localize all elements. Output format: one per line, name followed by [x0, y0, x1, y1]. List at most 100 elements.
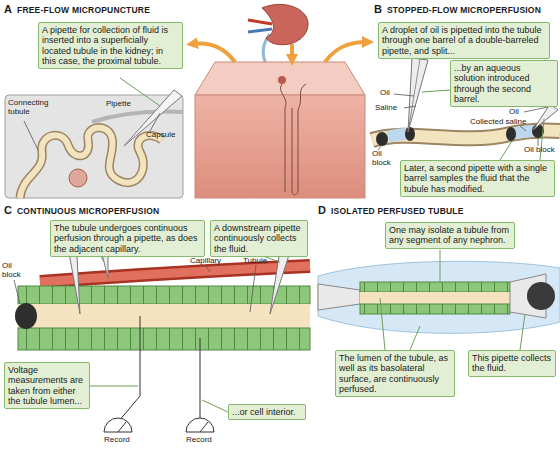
leader-line [394, 94, 414, 96]
cortex-block [195, 95, 365, 198]
panel-letter: A [4, 4, 18, 15]
callout-text: A droplet of oil is pipetted into the tu… [382, 25, 546, 56]
leader-line [410, 326, 420, 350]
kidney-overview [192, 4, 368, 198]
epithelial-cells [360, 304, 510, 314]
leader-line [14, 280, 20, 304]
renal-artery [248, 20, 272, 24]
leader-line [524, 107, 548, 112]
callout-box: The lumen of the tubule, as well as its … [335, 350, 455, 397]
leader-line [520, 314, 525, 350]
part-label: Capillary [190, 257, 230, 266]
callout-box: Later, a second pipette with a single ba… [400, 160, 555, 197]
isolated-tubule-illustration [318, 250, 560, 350]
callout-box: A downstream pipette continuously collec… [210, 220, 308, 257]
orange-arrow [325, 42, 368, 62]
panel-letter: B [374, 4, 388, 15]
panel-letter: D [318, 205, 332, 216]
part-label: Oil [509, 108, 525, 117]
oil-block [506, 127, 516, 141]
callout-text: One may isolate a tubule from any segmen… [389, 225, 511, 246]
part-label: Connecting tubule [8, 99, 56, 117]
callout-text: The tubule undergoes continuous perfusio… [54, 223, 201, 254]
meter-needle [118, 422, 126, 432]
leader-line [250, 265, 256, 312]
callout-text: Later, a second pipette with a single ba… [404, 163, 551, 194]
leader-line [440, 250, 441, 282]
leader-line [202, 400, 228, 412]
tubule-lumen [360, 292, 510, 304]
free-flow-illustration [5, 78, 183, 198]
oil-block [527, 282, 555, 310]
electrode-wire [118, 316, 140, 422]
part-label: Record [104, 436, 134, 445]
epithelial-cells [18, 286, 310, 304]
saline-segment [515, 131, 533, 133]
electrode-wire [200, 338, 201, 422]
callout-box: A droplet of oil is pipetted into the tu… [378, 22, 550, 59]
part-label: Capsule [146, 131, 182, 140]
orange-arrow [290, 44, 294, 60]
nephron-sketch [280, 84, 306, 195]
callout-text: ...by an aqueous solution introduced thr… [454, 63, 554, 104]
epithelial-cells [360, 282, 510, 292]
capsule-line [92, 111, 183, 122]
part-label: Saline [375, 104, 405, 113]
callout-box: One may isolate a tubule from any segmen… [385, 222, 515, 249]
stopped-flow-illustration [372, 58, 560, 160]
renal-vein [248, 29, 272, 32]
callout-box: Voltage measurements are taken from eith… [4, 362, 90, 409]
panel-title: ISOLATED PERFUSED TUBULE [331, 207, 531, 216]
callout-box: This pipette collects the fluid. [468, 350, 556, 377]
part-label: Oil block [372, 150, 398, 168]
panel-title: FREE-FLOW MICROPUNCTURE [17, 6, 187, 15]
part-label: Collected saline [470, 118, 540, 127]
tubule-lumen [20, 128, 162, 198]
glomerulus [278, 76, 286, 84]
callout-box: A pipette for collection of fluid is ins… [38, 22, 183, 69]
callout-box: ...by an aqueous solution introduced thr… [450, 60, 558, 107]
part-label: Oil block [2, 262, 30, 280]
leader-line [520, 126, 526, 131]
perfusion-pipette [318, 284, 360, 310]
epithelial-cells [18, 328, 310, 350]
capillary-wall [40, 266, 310, 282]
part-label: Oil block [524, 146, 560, 155]
tubule-outline [20, 128, 162, 198]
cortex-top-face [195, 62, 365, 95]
leader-line [404, 106, 416, 108]
voltmeter [186, 418, 214, 432]
leader-line [380, 298, 385, 350]
tubule-lumen [18, 304, 310, 328]
oil-block [376, 132, 388, 146]
panel-letter: C [4, 205, 18, 216]
glomerulus [69, 169, 87, 187]
leader-line [205, 265, 210, 272]
leader-line [538, 138, 539, 146]
meter-needle [200, 422, 208, 432]
oil-block [15, 303, 37, 329]
pipette [124, 90, 182, 146]
part-label: Tubule [243, 257, 273, 266]
callout-text: Voltage measurements are taken from eith… [8, 365, 86, 406]
voltmeter [104, 418, 132, 432]
callout-text: A downstream pipette continuously collec… [214, 223, 304, 254]
panel-title: STOPPED-FLOW MICROPERFUSION [387, 6, 559, 15]
capillary-lumen [40, 266, 310, 282]
leader-line [500, 141, 512, 160]
kidney-shape [262, 4, 308, 44]
callout-text: A pipette for collection of fluid is ins… [42, 25, 179, 66]
panel-title: CONTINUOUS MICROPERFUSION [17, 207, 217, 216]
callout-text: This pipette collects the fluid. [472, 353, 552, 374]
double-barreled-pipette [408, 58, 428, 132]
leader-line [150, 113, 160, 131]
oil-block [405, 127, 415, 141]
tubule-lumen [372, 130, 560, 140]
leader-line [90, 386, 138, 387]
callout-box: The tubule undergoes continuous perfusio… [50, 220, 205, 257]
part-label: Pipette [106, 100, 140, 109]
callout-text: ...or cell interior. [232, 407, 302, 417]
orange-arrow [192, 43, 235, 62]
leader-line [422, 90, 450, 92]
